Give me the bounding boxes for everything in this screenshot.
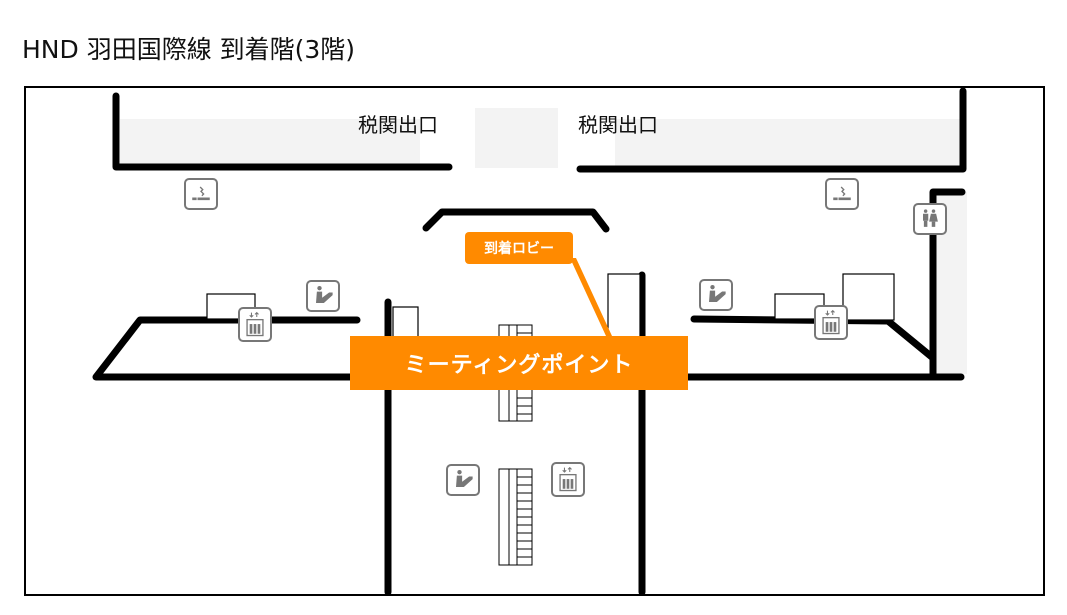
floor-map-frame (24, 86, 1045, 596)
smoking-icon[interactable] (825, 178, 859, 210)
wall-restroom (929, 188, 966, 381)
customs-zone-center (475, 108, 558, 168)
elevator-icon[interactable] (814, 305, 848, 340)
stairs-lower (498, 468, 533, 566)
escalator-icon[interactable] (446, 464, 480, 496)
restroom-icon[interactable] (913, 203, 947, 235)
arrival-lobby-tag: 到着ロビー (465, 232, 573, 264)
room-corridor-right (607, 273, 641, 339)
wall-customs-left (112, 92, 453, 171)
elevator-icon[interactable] (551, 462, 585, 497)
customs-zone-right (615, 119, 960, 167)
wall-right-wing (690, 315, 937, 362)
wall-customs-right (576, 87, 967, 173)
smoking-icon[interactable] (184, 178, 218, 210)
lobby-callout-pointer (570, 258, 612, 336)
elevator-icon[interactable] (238, 307, 272, 342)
customs-zone-left (120, 119, 420, 167)
customs-exit-label-right: 税関出口 (578, 113, 658, 137)
escalator-icon[interactable] (306, 280, 340, 312)
room-right-tall (842, 273, 895, 321)
customs-exit-label-left: 税関出口 (358, 113, 438, 137)
wall-lobby-top (422, 208, 610, 233)
meeting-point-banner[interactable]: ミーティングポイント (350, 336, 688, 390)
escalator-icon[interactable] (699, 279, 733, 311)
page-title: HND 羽田国際線 到着階(3階) (22, 35, 356, 64)
